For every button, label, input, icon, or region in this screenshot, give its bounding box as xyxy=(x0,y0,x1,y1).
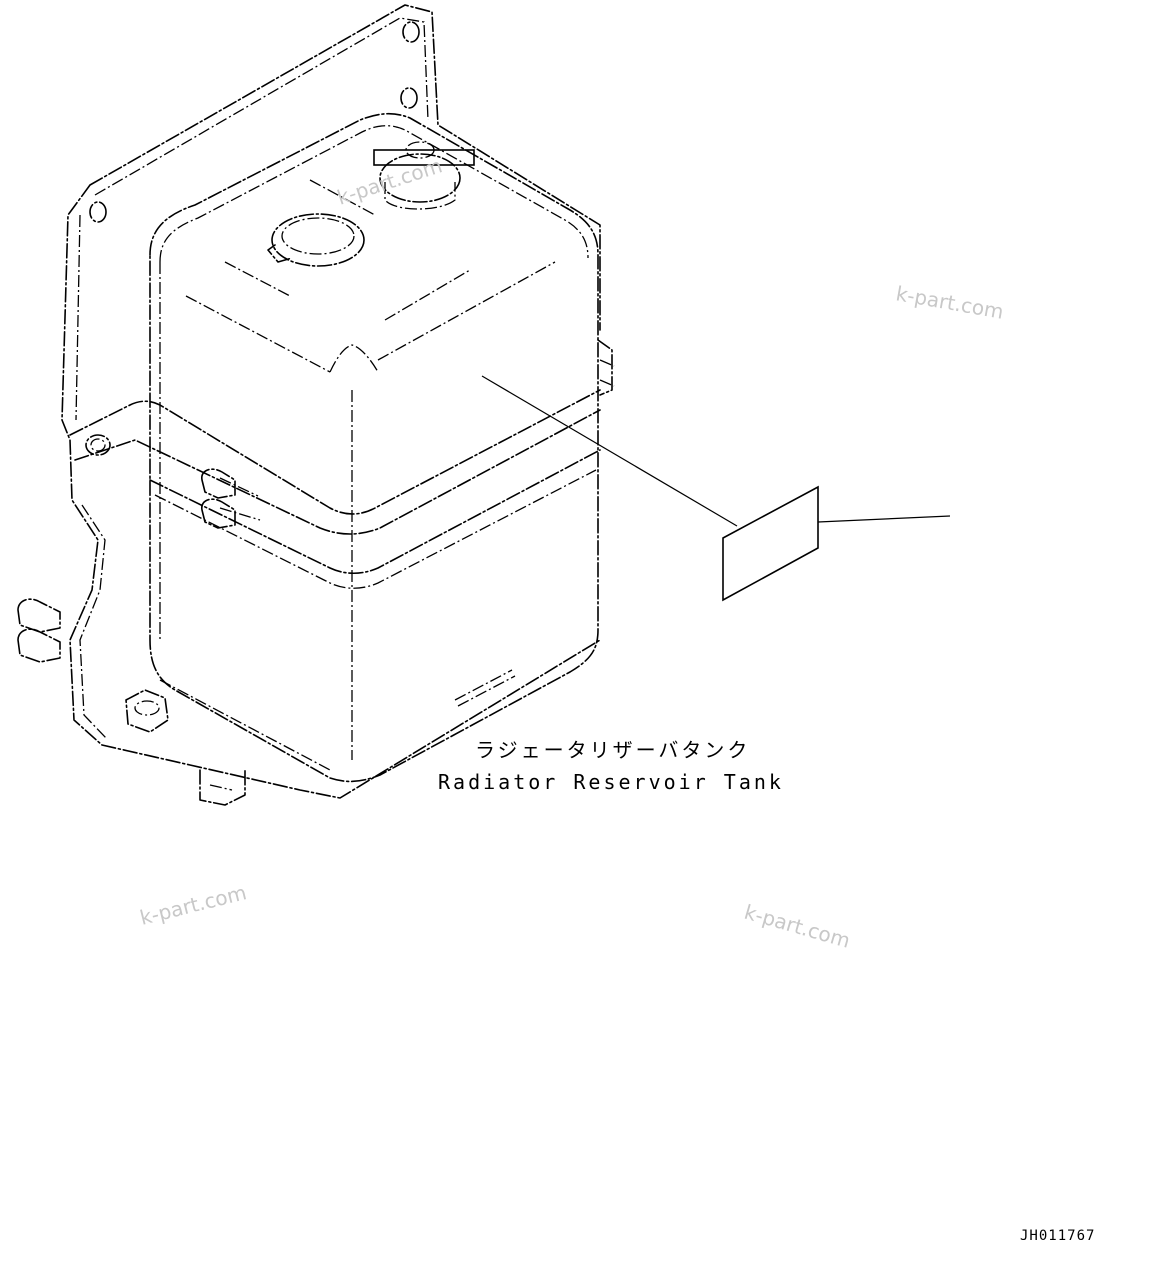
watermark: k-part.com xyxy=(742,900,853,953)
strap-clamp xyxy=(17,339,615,806)
mounting-bracket xyxy=(61,4,601,799)
watermark: k-part.com xyxy=(894,281,1005,324)
drawing-id: JH011767 xyxy=(1020,1228,1095,1244)
hex-nut xyxy=(125,689,169,733)
cap-label-box xyxy=(373,149,475,166)
leader-line-tank xyxy=(481,375,738,527)
callout-label-box xyxy=(722,485,819,602)
part-name-japanese: ラジェータリザーバタンク xyxy=(475,738,750,762)
part-name-english: Radiator Reservoir Tank xyxy=(438,770,784,794)
leader-line-callout xyxy=(817,515,951,523)
tank-strap xyxy=(69,389,601,589)
watermark: k-part.com xyxy=(137,880,248,930)
reservoir-tank-body xyxy=(149,112,599,783)
